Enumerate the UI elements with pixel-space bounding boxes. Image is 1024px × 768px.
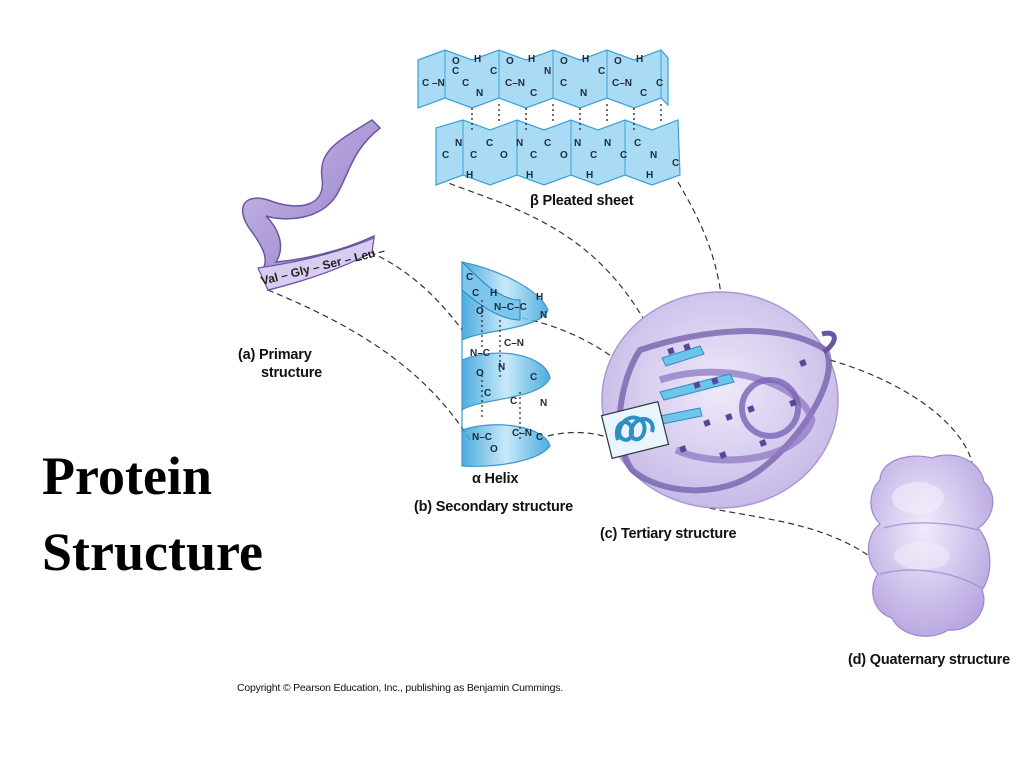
- primary-structure-prefix: (a): [238, 347, 256, 363]
- svg-text:N–C: N–C: [472, 432, 492, 443]
- svg-text:H: H: [466, 170, 473, 181]
- svg-text:H: H: [528, 54, 535, 65]
- svg-text:N: N: [476, 88, 483, 99]
- primary-structure-line-2: structure: [261, 365, 323, 381]
- svg-text:C: C: [590, 150, 597, 161]
- svg-text:C–N: C–N: [612, 78, 632, 89]
- svg-text:H: H: [582, 54, 589, 65]
- svg-text:O: O: [490, 444, 498, 455]
- svg-text:C: C: [656, 78, 663, 89]
- svg-text:C: C: [466, 272, 473, 283]
- svg-text:C: C: [452, 66, 459, 77]
- svg-text:N: N: [580, 88, 587, 99]
- tertiary-structure-label: (c) Tertiary structure: [600, 526, 737, 542]
- secondary-structure-label: (b) Secondary structure: [414, 499, 573, 515]
- svg-text:C: C: [620, 150, 627, 161]
- connector-tertiary-quaternary-lower: [689, 503, 876, 561]
- svg-text:N: N: [544, 66, 551, 77]
- connector-tertiary-quaternary: [829, 359, 973, 463]
- quaternary-structure: [867, 454, 994, 637]
- primary-ribbon: Val – Gly – Ser – Leu –: [242, 119, 387, 291]
- svg-text:H: H: [474, 54, 481, 65]
- svg-text:N: N: [574, 138, 581, 149]
- svg-text:C: C: [490, 66, 497, 77]
- svg-text:N: N: [650, 150, 657, 161]
- svg-text:C: C: [486, 138, 493, 149]
- svg-text:H: H: [646, 170, 653, 181]
- slide-title-line-2: Structure: [42, 522, 263, 582]
- svg-text:C: C: [560, 78, 567, 89]
- svg-text:N: N: [540, 398, 547, 409]
- svg-text:O: O: [560, 150, 568, 161]
- connector-sheet-tertiary-right: [677, 181, 723, 301]
- svg-text:C–N: C–N: [512, 428, 532, 439]
- svg-text:C: C: [640, 88, 647, 99]
- svg-text:H: H: [536, 292, 543, 303]
- svg-text:C–N: C–N: [505, 78, 525, 89]
- svg-text:C: C: [442, 150, 449, 161]
- svg-text:N: N: [604, 138, 611, 149]
- svg-text:O: O: [476, 368, 484, 379]
- slide-title: Protein Structure: [42, 438, 263, 590]
- svg-text:C: C: [422, 78, 429, 89]
- svg-text:H: H: [490, 288, 497, 299]
- primary-structure-line-1: Primary: [258, 347, 312, 363]
- svg-text:N–C–C: N–C–C: [494, 302, 527, 313]
- svg-text:C: C: [510, 396, 517, 407]
- svg-text:C: C: [530, 150, 537, 161]
- svg-text:N: N: [516, 138, 523, 149]
- svg-text:C: C: [536, 432, 543, 443]
- svg-text:C–N: C–N: [504, 338, 524, 349]
- connector-primary-helix-lower: [267, 289, 471, 441]
- alpha-helix-label: α Helix: [472, 471, 519, 487]
- svg-text:H: H: [526, 170, 533, 181]
- svg-text:C: C: [544, 138, 551, 149]
- copyright-text: Copyright © Pearson Education, Inc., pub…: [237, 682, 564, 694]
- svg-text:H: H: [586, 170, 593, 181]
- svg-text:H: H: [636, 54, 643, 65]
- slide-title-line-1: Protein: [42, 446, 212, 506]
- tertiary-structure: [600, 291, 839, 509]
- connector-helix-tertiary-lower: [547, 431, 613, 441]
- quaternary-structure-label: (d) Quaternary structure: [848, 652, 1010, 668]
- svg-text:C: C: [470, 150, 477, 161]
- svg-text:O: O: [500, 150, 508, 161]
- primary-structure-label: (a) Primary: [238, 347, 312, 364]
- svg-text:O: O: [476, 306, 484, 317]
- connector-primary-helix: [369, 251, 463, 331]
- svg-text:C: C: [672, 158, 679, 169]
- connector-sheet-tertiary: [439, 179, 656, 341]
- svg-text:N–C: N–C: [470, 348, 490, 359]
- svg-text:N: N: [455, 138, 462, 149]
- svg-text:O: O: [560, 56, 568, 67]
- svg-text:O: O: [452, 56, 460, 67]
- svg-text:O: O: [506, 56, 514, 67]
- svg-text:–N: –N: [432, 78, 445, 89]
- svg-text:C: C: [530, 88, 537, 99]
- svg-text:C: C: [634, 138, 641, 149]
- svg-text:C: C: [530, 372, 537, 383]
- svg-text:N: N: [498, 362, 505, 373]
- svg-text:C: C: [472, 288, 479, 299]
- helix-inset-box: [600, 400, 670, 460]
- svg-text:C: C: [598, 66, 605, 77]
- beta-sheet-label: β Pleated sheet: [530, 193, 634, 209]
- svg-text:C: C: [462, 78, 469, 89]
- svg-text:C: C: [484, 388, 491, 399]
- svg-text:O: O: [614, 56, 622, 67]
- beta-strand-top: [417, 49, 669, 109]
- svg-text:N: N: [540, 310, 547, 321]
